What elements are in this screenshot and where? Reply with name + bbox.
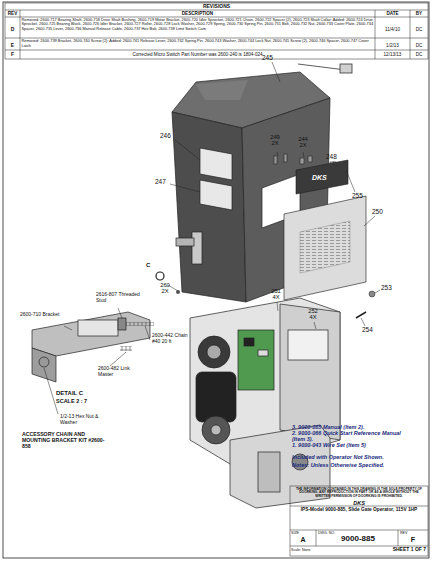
- revision-cell: 12/13/13: [375, 52, 410, 57]
- callout-number: 246: [160, 132, 171, 139]
- revision-cell: DC: [410, 27, 428, 32]
- revision-cell: REV: [5, 11, 20, 16]
- revision-cell: 11/4/10: [375, 27, 410, 32]
- notes-block: 3. 9000-065 Manual (Item 2).2. 9000-066 …: [292, 424, 412, 468]
- revision-cell: Corrected Micro Switch Part Number was 2…: [22, 52, 374, 57]
- part-label: 1/2-13 Hex Nut & Washer: [60, 414, 106, 425]
- revision-cell: D: [5, 27, 20, 33]
- callout-number: 251 4X: [269, 288, 283, 301]
- revision-cell: F: [5, 52, 20, 58]
- revision-cell: 1/2/13: [375, 43, 410, 48]
- detail-title: DETAIL C: [56, 390, 83, 397]
- title-block-text: 9000-885: [318, 535, 398, 544]
- callout-number: 260 2X: [158, 282, 172, 295]
- note-text: 2. 9000-066 Quick Start Reference Manual…: [292, 430, 412, 442]
- revision-cell: BY: [410, 11, 428, 16]
- title-block-text: SIZE: [291, 531, 315, 535]
- callout-number: 252 4X: [306, 308, 320, 321]
- detail-letter: C: [146, 262, 150, 269]
- part-label: 2600-442 Chain #40 20 ft: [152, 333, 192, 344]
- note-text: 3. 9000-065 Manual (Item 2).: [292, 424, 412, 430]
- title-block-text: Scale: None: [291, 548, 341, 552]
- note-text: 1. 9000-043 Wire Set (Item 5): [292, 442, 412, 448]
- part-label: 2600-710 Bracket: [20, 312, 64, 318]
- revision-cell: E: [5, 43, 20, 49]
- title-block-text: DKS: [292, 500, 426, 506]
- revision-cell: Removed: 2600-717 Bearing Shaft, 2600-71…: [22, 18, 374, 31]
- revision-cell: DESCRIPTION: [20, 11, 375, 16]
- title-block-text: THE INFORMATION CONTAINED IN THIS DRAWIN…: [292, 488, 426, 499]
- callout-number: 255: [352, 192, 363, 199]
- callout-number: 249 2X: [268, 134, 282, 147]
- callout-number: 247: [155, 178, 166, 185]
- revision-cell: DC: [410, 43, 428, 48]
- title-block-text: REV: [400, 531, 426, 535]
- title-block-text: IPS-Model 9000-885, Slide Gate Operator,…: [292, 507, 426, 512]
- revision-cell: DC: [410, 52, 428, 57]
- callout-number: 250: [372, 208, 383, 215]
- part-label: 2616-807 Threaded Stud: [96, 292, 144, 303]
- title-block-text: F: [400, 536, 426, 544]
- revision-cell: DATE: [375, 11, 410, 16]
- revision-table: REVISIONSREVDESCRIPTIONDATEBY DRemoved: 2…: [5, 3, 428, 59]
- callout-number: 254: [362, 326, 373, 333]
- note-text: Included with Operator Not Shown.: [292, 454, 412, 460]
- sign-text: DKS: [312, 174, 327, 182]
- kit-label: ACCESSORY CHAIN AND MOUNTING BRACKET KIT…: [22, 432, 108, 449]
- part-label: 2600-482 Link Master: [98, 366, 140, 377]
- title-block-text: SHEET 1 OF 7: [350, 547, 426, 553]
- revision-cell: REVISIONS: [5, 4, 428, 10]
- callout-number: 248: [326, 153, 337, 160]
- note-text: Notes: Unless Otherwise Specified.: [292, 462, 412, 468]
- revision-cell: Removed: 2600-739 Bracket, 2600-740 Scre…: [22, 39, 374, 48]
- title-block: THE INFORMATION CONTAINED IN THIS DRAWIN…: [290, 486, 428, 556]
- detail-scale: SCALE 2 : 7: [56, 398, 87, 404]
- callout-number: 245: [262, 54, 273, 61]
- title-block-text: A: [291, 536, 315, 544]
- callout-number: 244 2X: [296, 136, 310, 149]
- callout-number: 253: [381, 284, 392, 291]
